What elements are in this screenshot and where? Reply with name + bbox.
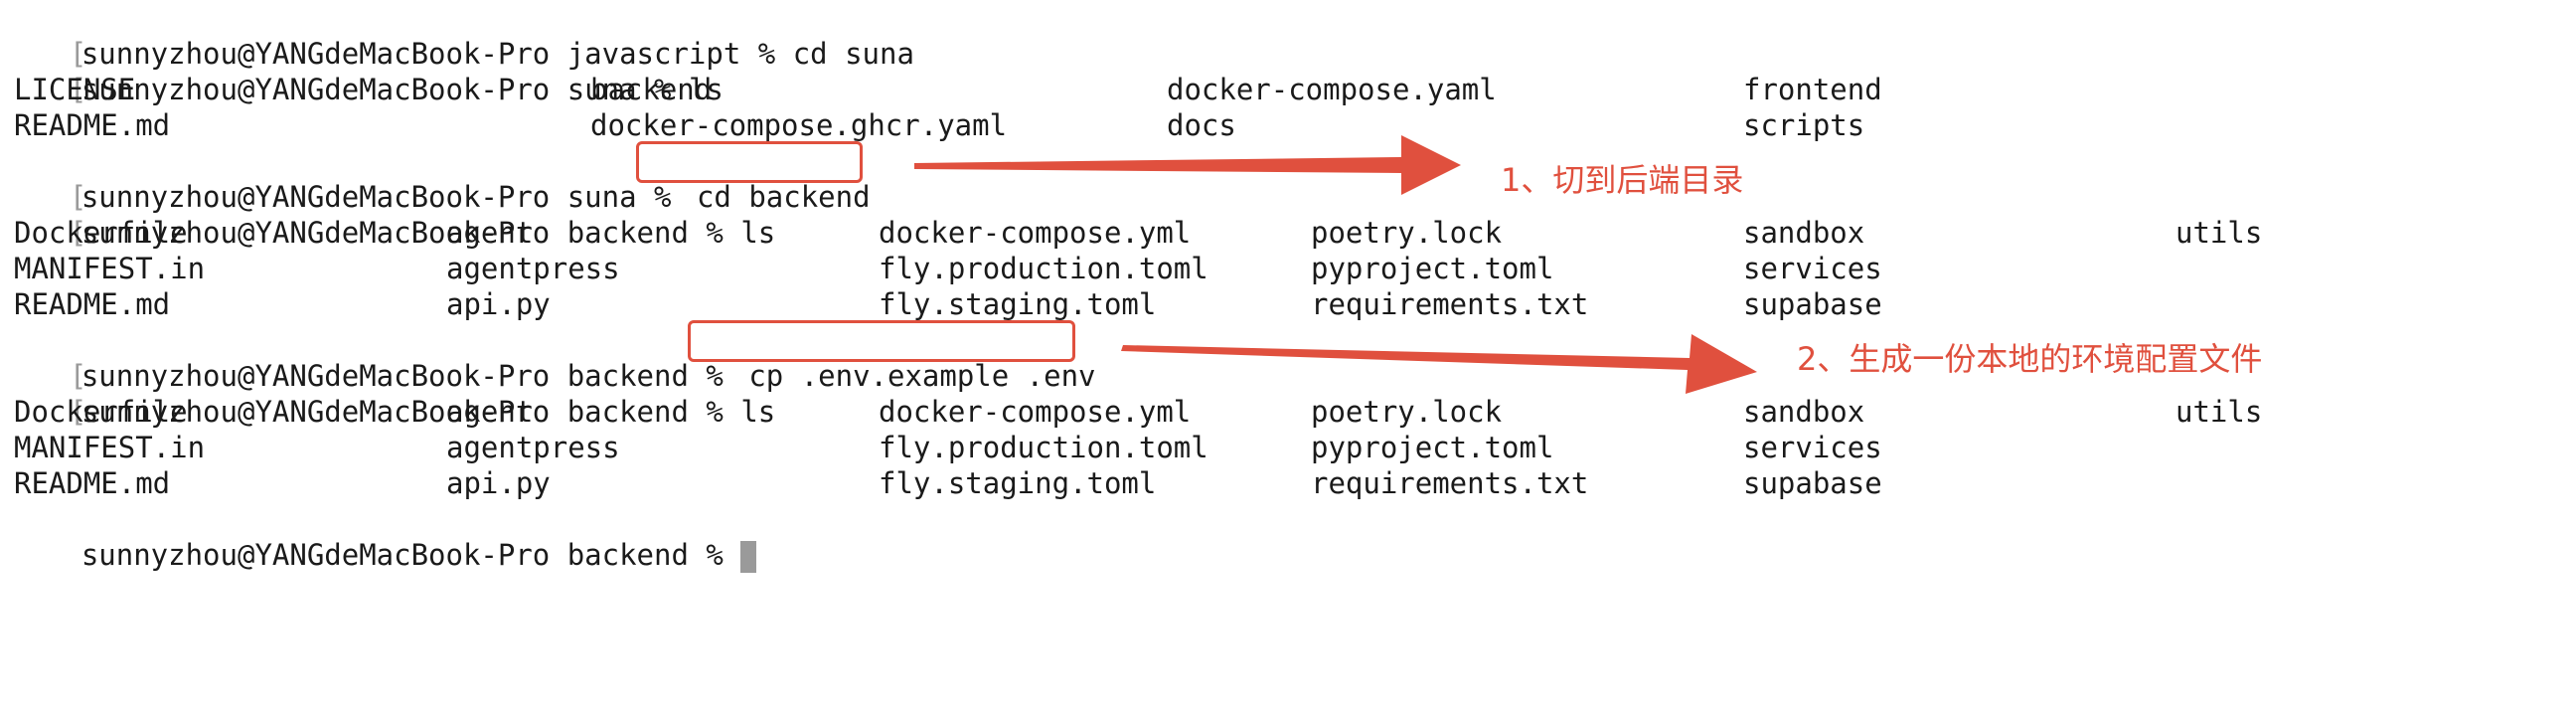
ls-entry: backend — [590, 73, 713, 106]
ls-entry: docs — [1167, 108, 1236, 142]
ls-output-row: Dockerfile agent docker-compose.yml poet… — [0, 394, 2576, 430]
ls-entry: requirements.txt — [1311, 466, 1589, 500]
ls-entry: fly.production.toml — [879, 431, 1208, 464]
prompt-text: sunnyzhou@YANGdeMacBook-Pro suna % — [80, 73, 689, 106]
text-cursor — [740, 541, 757, 573]
highlight-box-cp-env — [688, 320, 1075, 362]
ls-entry: requirements.txt — [1311, 287, 1589, 321]
ls-entry: MANIFEST.in — [14, 252, 206, 285]
ls-entry: MANIFEST.in — [14, 431, 206, 464]
ls-entry: supabase — [1743, 466, 1882, 500]
ls-entry: agent — [446, 395, 534, 429]
terminal-window[interactable]: [sunnyzhou@YANGdeMacBook-Pro javascript … — [0, 0, 2576, 660]
ls-entry: pyproject.toml — [1311, 252, 1554, 285]
annotation-step-1: 1、切到后端目录 — [1501, 161, 1744, 199]
command-text-highlighted: cd backend — [696, 180, 871, 214]
ls-output-row: MANIFEST.in agentpress fly.production.to… — [0, 430, 2576, 465]
ls-output-row: MANIFEST.in agentpress fly.production.to… — [0, 251, 2576, 286]
ls-entry: fly.staging.toml — [879, 287, 1157, 321]
ls-entry: utils — [2175, 216, 2263, 250]
terminal-line: [sunnyzhou@YANGdeMacBook-Pro javascript … — [0, 0, 914, 71]
ls-entry: services — [1743, 252, 1882, 285]
annotation-step-2: 2、生成一份本地的环境配置文件 — [1797, 340, 2263, 378]
prompt-text: sunnyzhou@YANGdeMacBook-Pro backend % — [80, 395, 741, 429]
ls-output-row: Dockerfile agent docker-compose.yml poet… — [0, 215, 2576, 251]
arrow-1 — [914, 135, 1461, 195]
ls-output-row: LICENSE backend docker-compose.yaml fron… — [0, 72, 2576, 107]
ls-entry: README.md — [14, 466, 171, 500]
ls-entry: api.py — [446, 466, 551, 500]
ls-entry: agent — [446, 216, 534, 250]
ls-output-row: README.md docker-compose.ghcr.yaml docs … — [0, 107, 2576, 143]
ls-entry: LICENSE — [14, 73, 136, 106]
highlight-box-cd-backend — [636, 141, 863, 183]
ls-entry: Dockerfile — [14, 216, 188, 250]
ls-output-row: README.md api.py fly.staging.toml requir… — [0, 465, 2576, 501]
prompt-text: sunnyzhou@YANGdeMacBook-Pro backend % — [80, 216, 741, 250]
terminal-line: [sunnyzhou@YANGdeMacBook-Pro backend % l… — [0, 179, 775, 250]
terminal-line: [sunnyzhou@YANGdeMacBook-Pro backend % c… — [0, 322, 1096, 393]
ls-entry: Dockerfile — [14, 395, 188, 429]
ls-entry: pyproject.toml — [1311, 431, 1554, 464]
ls-entry: sandbox — [1743, 395, 1865, 429]
terminal-line-current[interactable]: sunnyzhou@YANGdeMacBook-Pro backend % — [0, 501, 757, 573]
ls-entry: docker-compose.yml — [879, 216, 1192, 250]
ls-entry: fly.staging.toml — [879, 466, 1157, 500]
ls-entry: agentpress — [446, 431, 620, 464]
prompt-text: sunnyzhou@YANGdeMacBook-Pro suna % — [80, 180, 689, 214]
command-text: ls — [740, 395, 776, 429]
ls-entry: docker-compose.ghcr.yaml — [590, 108, 1008, 142]
ls-output-row: README.md api.py fly.staging.toml requir… — [0, 286, 2576, 322]
ls-entry: poetry.lock — [1311, 395, 1503, 429]
prompt-text: sunnyzhou@YANGdeMacBook-Pro backend % — [80, 359, 741, 393]
ls-entry: api.py — [446, 287, 551, 321]
ls-entry: poetry.lock — [1311, 216, 1503, 250]
ls-entry: supabase — [1743, 287, 1882, 321]
terminal-line: [sunnyzhou@YANGdeMacBook-Pro suna % ls — [0, 36, 724, 106]
ls-entry: README.md — [14, 287, 171, 321]
annotation-arrows — [914, 135, 1757, 394]
ls-entry: docker-compose.yaml — [1167, 73, 1497, 106]
ls-entry: docker-compose.yml — [879, 395, 1192, 429]
ls-entry: fly.production.toml — [879, 252, 1208, 285]
command-text: ls — [688, 73, 724, 106]
ls-entry: README.md — [14, 108, 171, 142]
terminal-line: [sunnyzhou@YANGdeMacBook-Pro suna % cd b… — [0, 143, 871, 214]
arrow-2 — [1121, 334, 1757, 394]
command-text: cd suna — [792, 37, 914, 71]
command-text-highlighted: cp .env.example .env — [748, 359, 1096, 393]
prompt-text: sunnyzhou@YANGdeMacBook-Pro backend % — [80, 538, 741, 572]
ls-entry: services — [1743, 431, 1882, 464]
ls-entry: agentpress — [446, 252, 620, 285]
terminal-line: [sunnyzhou@YANGdeMacBook-Pro backend % l… — [0, 358, 775, 429]
ls-entry: frontend — [1743, 73, 1882, 106]
command-text: ls — [740, 216, 776, 250]
prompt-text: sunnyzhou@YANGdeMacBook-Pro javascript % — [80, 37, 793, 71]
ls-entry: utils — [2175, 395, 2263, 429]
ls-entry: sandbox — [1743, 216, 1865, 250]
ls-entry: scripts — [1743, 108, 1865, 142]
